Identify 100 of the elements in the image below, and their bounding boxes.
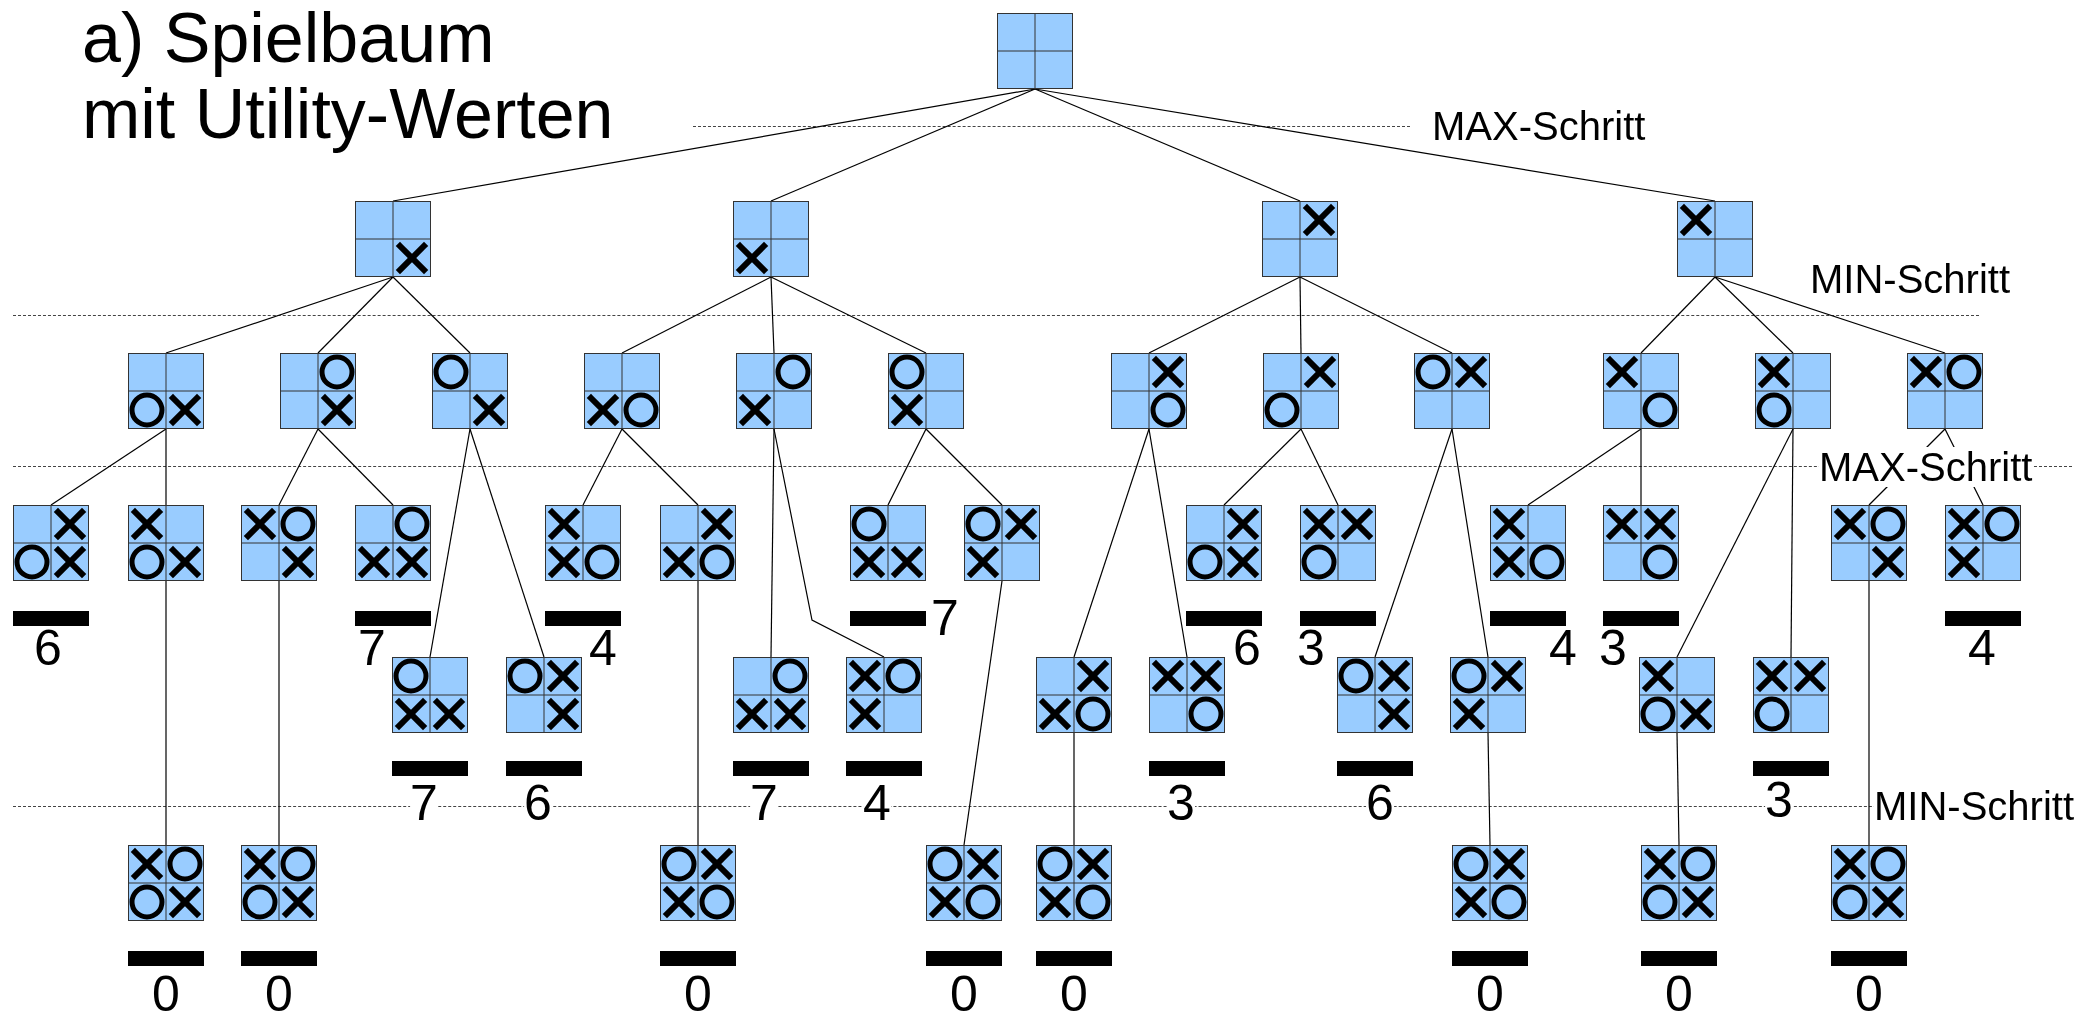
tree-edge (392, 276, 471, 354)
tic-tac-toe-board (392, 657, 468, 733)
tree-edge (887, 428, 927, 506)
tic-tac-toe-board (736, 353, 812, 429)
tree-edge (1714, 276, 1794, 354)
utility-value: 4 (1968, 628, 1996, 668)
tic-tac-toe-board (128, 353, 204, 429)
score-bar (1149, 761, 1225, 776)
utility-value: 0 (1476, 974, 1504, 1014)
score-bar (1641, 951, 1717, 966)
tree-edge (770, 276, 927, 354)
score-bar (392, 761, 468, 776)
utility-value: 0 (265, 974, 293, 1014)
tic-tac-toe-board (846, 657, 922, 733)
tree-edge (1676, 732, 1680, 846)
tree-edge (770, 88, 1036, 202)
tic-tac-toe-board (1450, 657, 1526, 733)
tic-tac-toe-board (850, 505, 926, 581)
tic-tac-toe-board (1641, 845, 1717, 921)
utility-value: 0 (950, 974, 978, 1014)
tree-edge (469, 428, 545, 658)
tree-edge (1148, 428, 1188, 658)
tic-tac-toe-board (13, 505, 89, 581)
score-bar (1337, 761, 1413, 776)
score-bar (506, 761, 582, 776)
tic-tac-toe-board (432, 353, 508, 429)
score-bar (660, 951, 736, 966)
utility-value: 4 (589, 628, 617, 668)
score-bar (1452, 951, 1528, 966)
score-bar (128, 951, 204, 966)
tic-tac-toe-board (1603, 505, 1679, 581)
tic-tac-toe-board (1036, 845, 1112, 921)
tree-edge (165, 428, 167, 506)
tree-edge (1487, 732, 1491, 846)
utility-value: 3 (1765, 780, 1793, 820)
score-bar (1300, 611, 1376, 626)
tic-tac-toe-board (1111, 353, 1187, 429)
tic-tac-toe-board (1263, 353, 1339, 429)
tree-edge (1676, 428, 1794, 658)
tree-edge (1790, 428, 1794, 658)
score-bar (1831, 951, 1907, 966)
tic-tac-toe-board (1337, 657, 1413, 733)
tree-edge (278, 580, 280, 846)
score-bar (850, 611, 926, 626)
utility-value: 6 (524, 783, 552, 823)
utility-value: 6 (1366, 783, 1394, 823)
score-bar (1603, 611, 1679, 626)
tic-tac-toe-board (280, 353, 356, 429)
utility-value: 3 (1297, 628, 1325, 668)
tree-edge (1640, 428, 1642, 506)
tic-tac-toe-board (1677, 201, 1753, 277)
tic-tac-toe-board (1753, 657, 1829, 733)
tic-tac-toe-board (1639, 657, 1715, 733)
tree-edge (1451, 428, 1489, 658)
score-bar (1490, 611, 1566, 626)
tree-edge (1073, 428, 1150, 658)
utility-value: 7 (931, 598, 959, 638)
score-bar (733, 761, 809, 776)
utility-value: 0 (1665, 974, 1693, 1014)
tic-tac-toe-board (545, 505, 621, 581)
tic-tac-toe-board (584, 353, 660, 429)
utility-value: 7 (750, 783, 778, 823)
utility-value: 6 (1233, 628, 1261, 668)
tic-tac-toe-board (1300, 505, 1376, 581)
score-bar (926, 951, 1002, 966)
tic-tac-toe-board (997, 13, 1073, 89)
tic-tac-toe-board (660, 845, 736, 921)
tree-edge (1073, 732, 1075, 846)
tic-tac-toe-board (1036, 657, 1112, 733)
step-label: MAX-Schritt (1819, 447, 2033, 487)
tic-tac-toe-board (128, 505, 204, 581)
tic-tac-toe-board (1945, 505, 2021, 581)
tic-tac-toe-board (1755, 353, 1831, 429)
tic-tac-toe-board (1186, 505, 1262, 581)
tree-edge (621, 276, 772, 354)
tic-tac-toe-board (241, 505, 317, 581)
utility-value: 0 (684, 974, 712, 1014)
score-bar (1753, 761, 1829, 776)
tic-tac-toe-board (733, 201, 809, 277)
score-bar (545, 611, 621, 626)
tree-edge (317, 428, 394, 506)
utility-value: 3 (1167, 783, 1195, 823)
score-bar (355, 611, 431, 626)
utility-value: 0 (1855, 974, 1883, 1014)
tree-edge (770, 428, 775, 658)
tic-tac-toe-board (355, 505, 431, 581)
tree-edge (50, 428, 167, 506)
utility-value: 7 (358, 628, 386, 668)
tree-edge (429, 428, 471, 658)
utility-value: 4 (1549, 628, 1577, 668)
tic-tac-toe-board (1262, 201, 1338, 277)
tree-edge (165, 276, 394, 354)
tic-tac-toe-board (1149, 657, 1225, 733)
tic-tac-toe-board (128, 845, 204, 921)
score-bar (13, 611, 89, 626)
tree-edge (1868, 580, 1870, 846)
tree-edge (1714, 276, 1946, 354)
tree-edge (1527, 428, 1642, 506)
score-bar (241, 951, 317, 966)
tic-tac-toe-board (1414, 353, 1490, 429)
